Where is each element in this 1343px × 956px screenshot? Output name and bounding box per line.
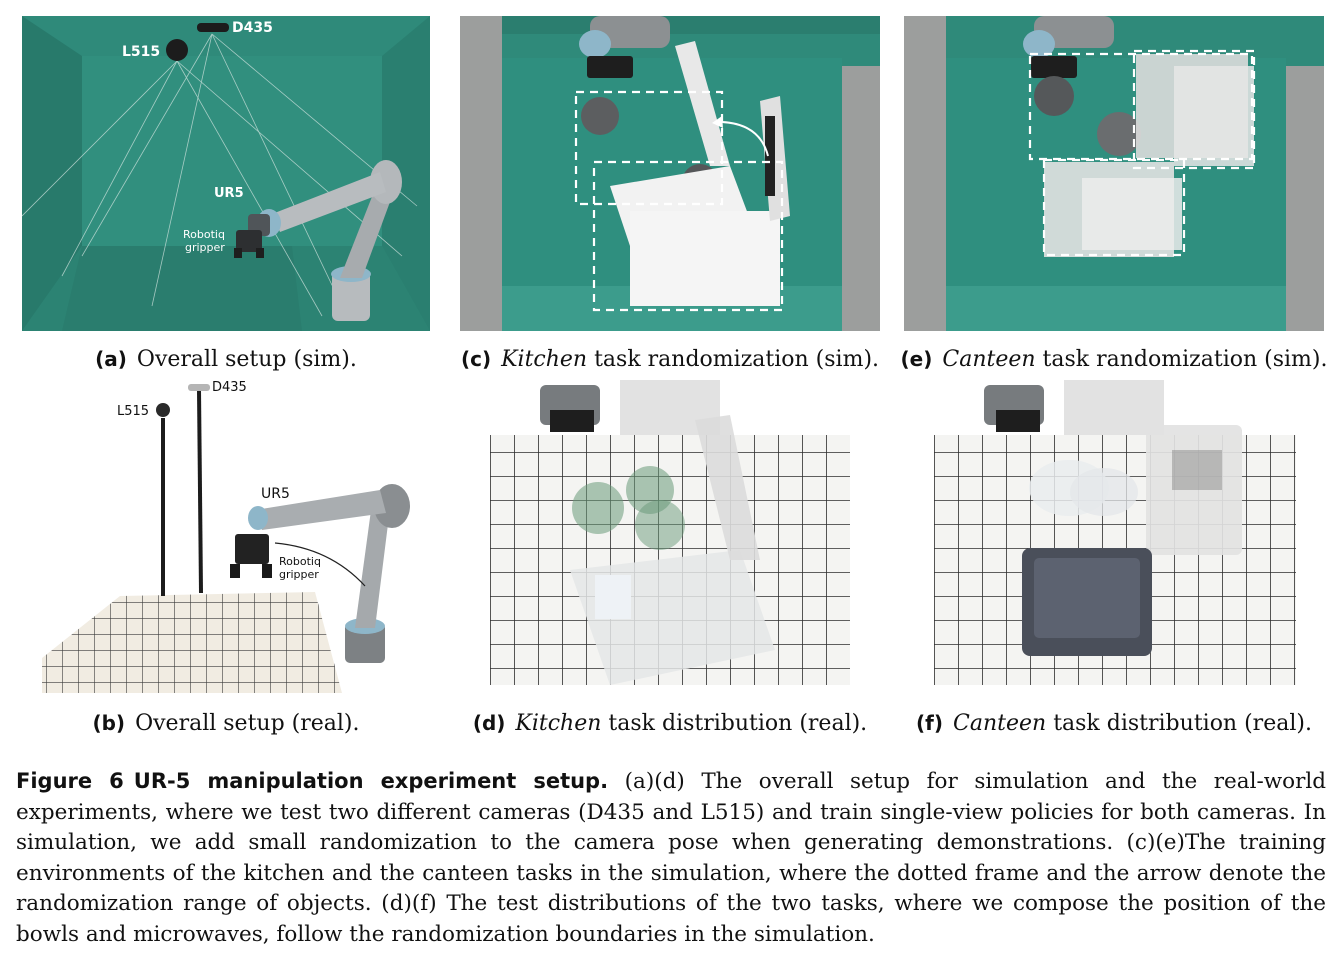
caption-c-label: (c): [460, 347, 492, 371]
panel-a-image: L515 D435 UR5 Robotiq gripper: [22, 16, 430, 331]
panel-c-image: [460, 16, 880, 331]
caption-d-text: task distribution (real).: [608, 711, 868, 736]
caption-a-text: Overall setup (sim).: [136, 347, 357, 372]
figure-number: Figure 6: [16, 769, 124, 793]
robot-label-ur5-real: UR5: [261, 486, 290, 502]
camera-label-d435: D435: [232, 20, 273, 36]
panel-b-image: L515 D435 UR5 Robotiq gripper: [30, 378, 430, 698]
robot-label-ur5: UR5: [214, 186, 244, 201]
caption-c-italic: Kitchen: [501, 347, 588, 372]
camera-label-d435-real: D435: [212, 380, 247, 395]
gripper-label-real-line2: gripper: [279, 568, 319, 581]
figure-title: UR-5 manipulation experiment setup.: [133, 769, 609, 793]
caption-c: (c) Kitchen task randomization (sim).: [452, 346, 888, 373]
caption-f-text: task distribution (real).: [1053, 711, 1312, 736]
caption-f: (f) Canteen task distribution (real).: [896, 710, 1332, 737]
panel-e-image: [904, 16, 1324, 331]
caption-d-italic: Kitchen: [515, 711, 602, 736]
caption-e-label: (e): [900, 347, 933, 371]
gripper-label-real-line1: Robotiq: [279, 555, 321, 568]
figure-caption-body: (a)(d) The overall setup for simulation …: [16, 769, 1326, 947]
caption-a: (a) Overall setup (sim).: [22, 346, 430, 373]
caption-f-label: (f): [916, 711, 944, 735]
caption-e-italic: Canteen: [942, 347, 1036, 372]
camera-label-l515: L515: [122, 44, 161, 60]
caption-d-label: (d): [472, 711, 506, 735]
caption-e: (e) Canteen task randomization (sim).: [896, 346, 1332, 373]
caption-a-label: (a): [95, 347, 127, 371]
caption-c-text: task randomization (sim).: [594, 347, 880, 372]
camera-label-l515-real: L515: [117, 404, 150, 419]
panel-d-image: [490, 380, 850, 692]
gripper-label-line1: Robotiq: [183, 228, 225, 241]
caption-f-italic: Canteen: [953, 711, 1047, 736]
caption-d: (d) Kitchen task distribution (real).: [452, 710, 888, 737]
caption-e-text: task randomization (sim).: [1042, 347, 1328, 372]
panel-f-image: [934, 380, 1296, 685]
caption-b-text: Overall setup (real).: [135, 711, 360, 736]
caption-b: (b) Overall setup (real).: [22, 710, 430, 737]
caption-b-label: (b): [92, 711, 126, 735]
gripper-label-line2: gripper: [185, 241, 225, 254]
figure-caption: Figure 6 UR-5 manipulation experiment set…: [16, 766, 1326, 951]
